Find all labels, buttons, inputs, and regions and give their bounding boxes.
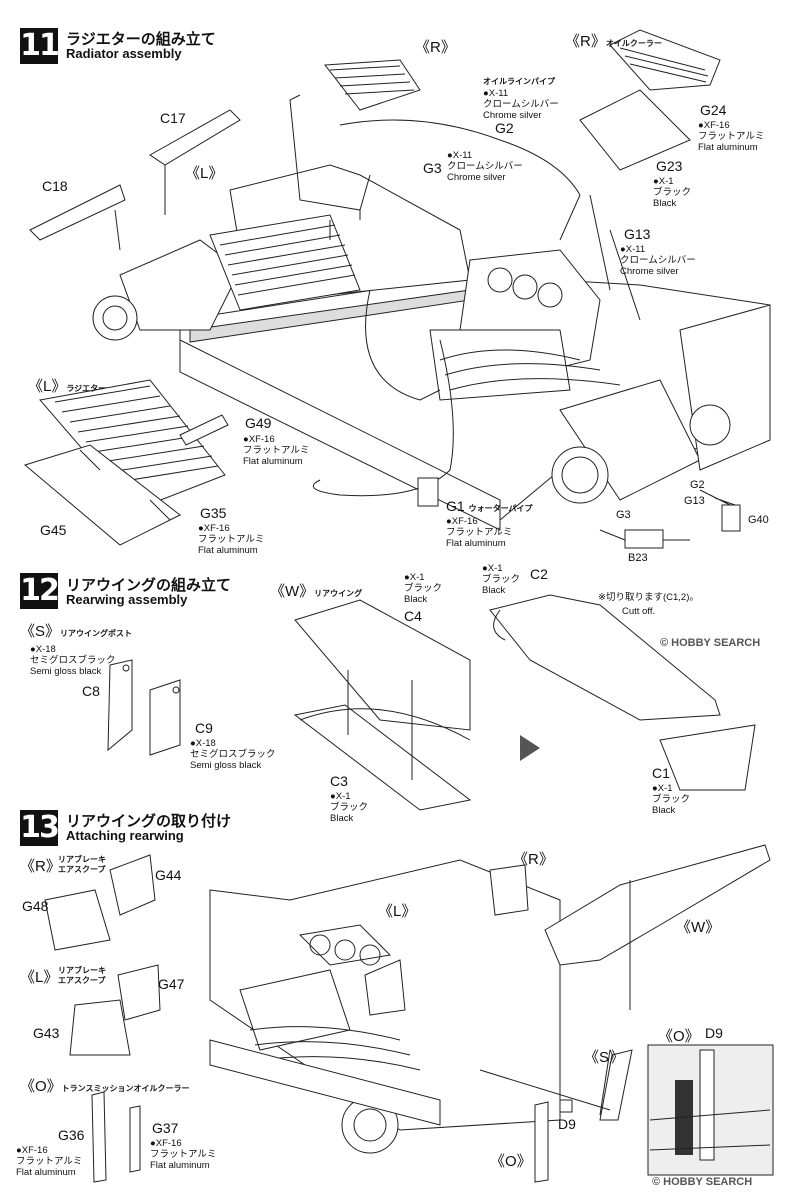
label-s-post: 《S》リアウイングポスト bbox=[20, 623, 133, 640]
label-r-oil: 《R》オイルクーラー bbox=[565, 33, 662, 50]
part-g3: G3 bbox=[423, 160, 442, 176]
label-o-bottom: 《O》 bbox=[490, 1153, 532, 1170]
step-12-number: 12 bbox=[20, 573, 60, 609]
part-g44: G44 bbox=[155, 867, 182, 883]
step-12-title-jp: リアウイングの組み立て bbox=[66, 577, 232, 594]
part-g49: G49 bbox=[245, 415, 272, 431]
watermark-top: © HOBBY SEARCH bbox=[660, 637, 761, 649]
step-12-title-en: Rearwing assembly bbox=[66, 592, 188, 607]
label-w-main: 《W》 bbox=[676, 919, 721, 936]
step-13-number: 13 bbox=[20, 810, 60, 846]
cut-off-note-en: Cutt off. bbox=[622, 606, 656, 617]
step-11-number: 11 bbox=[20, 28, 60, 64]
part-c17: C17 bbox=[160, 110, 186, 126]
part-g37: G37 bbox=[152, 1120, 179, 1136]
label-l-mid: 《L》 bbox=[185, 165, 224, 182]
step11-left-radiator-drawing bbox=[23, 379, 229, 546]
detail-g2: G2 bbox=[690, 479, 705, 491]
part-d9-inset: D9 bbox=[705, 1025, 723, 1041]
step12-drawing bbox=[107, 594, 756, 811]
detail-g40: G40 bbox=[748, 514, 769, 526]
r-brake-jp: リアブレーキエアスクープ bbox=[58, 855, 106, 874]
oil-line-pipe-label: オイルラインパイプ bbox=[483, 77, 555, 86]
detail-g13: G13 bbox=[684, 495, 705, 507]
step-13-title-jp: リアウイングの取り付け bbox=[66, 813, 232, 830]
part-c3: C3 bbox=[330, 773, 348, 789]
watermark-bottom: © HOBBY SEARCH bbox=[652, 1176, 753, 1188]
step-13-title-en: Attaching rearwing bbox=[66, 828, 184, 843]
l-brake-jp: リアブレーキエアスクープ bbox=[58, 966, 106, 985]
label-w-wing: 《W》リアウイング bbox=[270, 583, 363, 600]
part-g1: G1 ウォーターパイプ bbox=[446, 498, 533, 514]
step11-detail-drawing bbox=[599, 489, 741, 549]
part-g35: G35 bbox=[200, 505, 227, 521]
label-l-main: 《L》 bbox=[378, 903, 417, 920]
step-11-title-en: Radiator assembly bbox=[66, 46, 182, 61]
step13-drawing bbox=[44, 844, 774, 1183]
part-g13: G13 bbox=[624, 226, 651, 242]
cut-off-note-jp: ※切り取ります(C1,2)。 bbox=[598, 592, 699, 603]
label-s-main: 《S》 bbox=[584, 1049, 625, 1066]
step-11-title-jp: ラジエターの組み立て bbox=[66, 31, 216, 48]
detail-b23: B23 bbox=[628, 552, 648, 564]
part-d9: D9 bbox=[558, 1116, 576, 1132]
part-g45: G45 bbox=[40, 522, 67, 538]
detail-g3: G3 bbox=[616, 509, 631, 521]
part-c8: C8 bbox=[82, 683, 100, 699]
part-c4: C4 bbox=[404, 608, 422, 624]
label-r-main: 《R》 bbox=[513, 851, 554, 868]
part-g43: G43 bbox=[33, 1025, 60, 1041]
part-g48: G48 bbox=[22, 898, 49, 914]
label-o-trans: 《O》トランスミッションオイルクーラー bbox=[20, 1078, 190, 1095]
label-l-radiator: 《L》ラジエター bbox=[28, 378, 107, 395]
part-g47: G47 bbox=[158, 976, 185, 992]
part-c18: C18 bbox=[42, 178, 68, 194]
part-g2: G2 bbox=[495, 120, 514, 136]
label-r-brake: 《R》 bbox=[20, 858, 61, 875]
part-c9: C9 bbox=[195, 720, 213, 736]
part-c1: C1 bbox=[652, 765, 670, 781]
part-g23: G23 bbox=[656, 158, 683, 174]
part-g36: G36 bbox=[58, 1127, 85, 1143]
label-o-inset: 《O》 bbox=[658, 1028, 700, 1045]
label-l-brake: 《L》 bbox=[20, 969, 59, 986]
label-r-top: 《R》 bbox=[415, 39, 456, 56]
part-c2: C2 bbox=[530, 566, 548, 582]
part-g24: G24 bbox=[700, 102, 727, 118]
step11-chassis-drawing bbox=[29, 29, 771, 531]
